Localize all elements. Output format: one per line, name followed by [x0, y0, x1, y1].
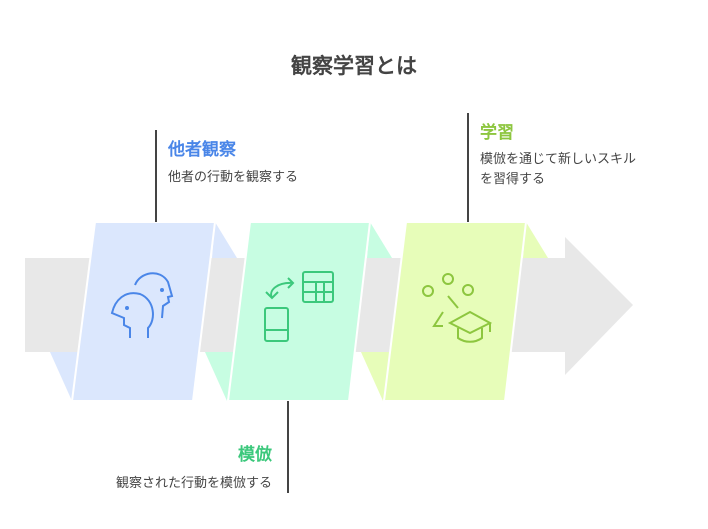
page-title: 観察学習とは — [291, 54, 417, 78]
step-description-learn-2: を習得する — [480, 172, 546, 187]
panel-imitate — [226, 221, 372, 402]
step-description-observe: 他者の行動を観察する — [168, 170, 299, 185]
people-heads-icon — [110, 272, 174, 338]
step-description-imitate: 観察された行動を模倣する — [115, 476, 272, 491]
flaps — [50, 222, 548, 401]
step-description-learn-1: 模倣を通じて新しいスキル — [480, 152, 637, 167]
step-heading-observe: 他者観察 — [168, 140, 236, 160]
connector-lines — [155, 113, 469, 493]
step-heading-imitate: 模倣 — [238, 445, 272, 465]
panel-learn — [382, 221, 528, 402]
step-heading-learn: 学習 — [480, 123, 514, 143]
device-transfer-icon — [264, 271, 334, 342]
learning-cap-icon — [422, 273, 493, 343]
panel-observe — [70, 221, 217, 402]
